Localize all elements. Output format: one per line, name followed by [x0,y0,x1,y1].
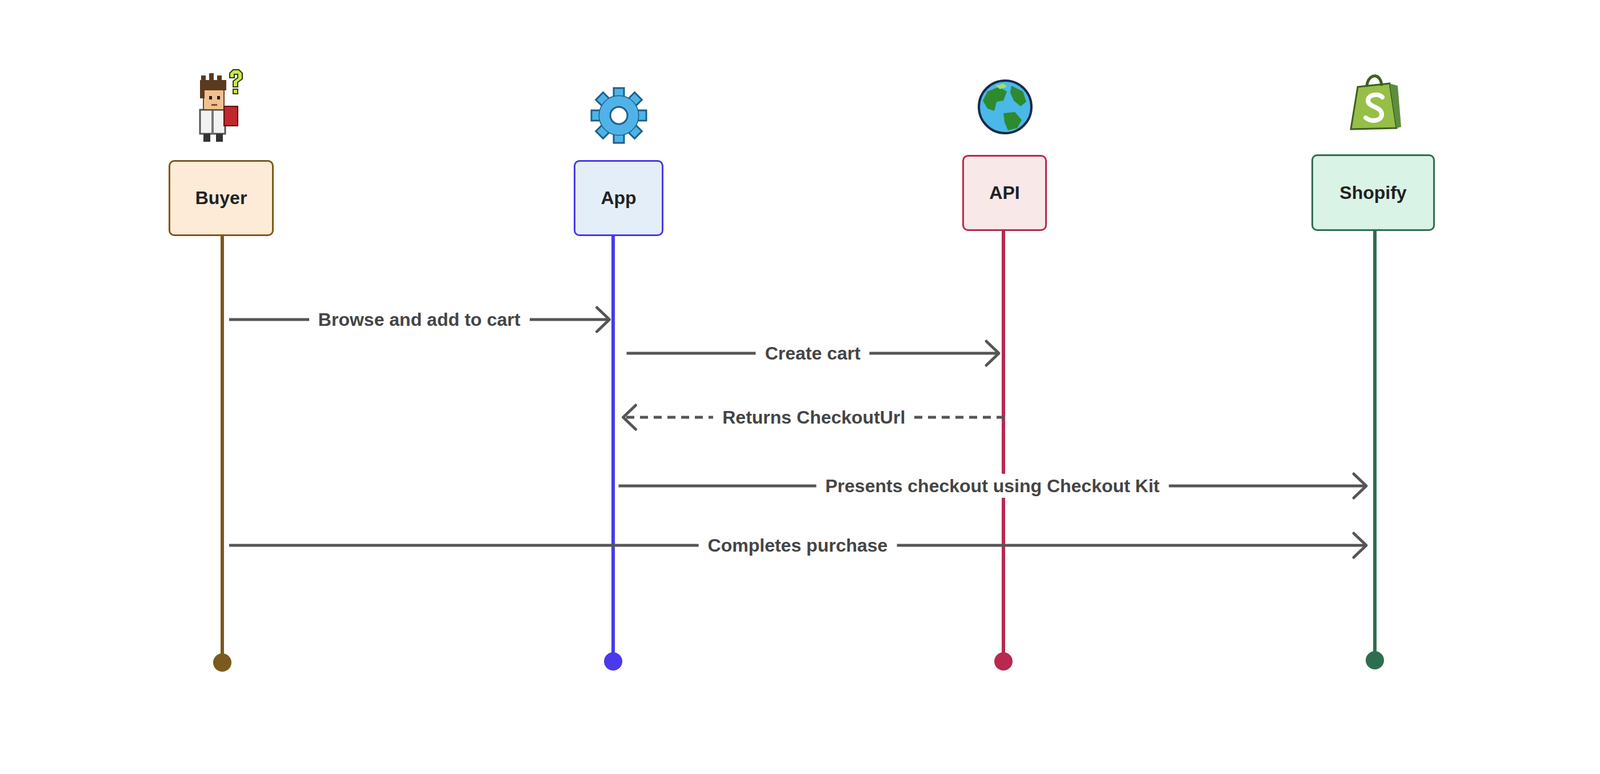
lifeline [611,236,615,660]
message-label: Browse and add to cart [309,307,530,332]
lifeline-end [1365,650,1384,670]
lifeline [220,236,224,662]
arrow-head [1353,473,1367,498]
participant-name: Shopify [1339,182,1407,204]
shopify-icon [1350,76,1402,130]
message-label: Presents checkout using Checkout Kit [816,473,1169,498]
message-label: Completes purchase [698,533,898,558]
buyer-icon [200,69,243,142]
lifeline [1373,230,1377,659]
arrow-head [623,405,636,430]
arrow-head [1353,533,1367,558]
lifeline-end [994,652,1013,671]
message-arrow [229,533,1367,558]
lifeline-end [604,652,623,671]
globe-icon [978,80,1032,134]
message-label: Returns CheckoutUrl [713,405,915,430]
message-arrow [623,405,1006,430]
lifeline [1001,230,1006,660]
participant-box: App [573,160,664,236]
message-label: Create cart [756,341,870,366]
lifeline-end [213,653,232,672]
participant-box: API [962,154,1047,231]
arrow-head [986,341,999,366]
message-arrow [618,473,1367,498]
message-arrow [626,341,1000,366]
participant-box: Shopify [1311,154,1435,231]
participant-name: API [989,182,1020,204]
participant-name: Buyer [195,187,248,209]
lifelines [213,230,1384,672]
participant-box: Buyer [168,160,274,236]
arrow-head [597,307,610,332]
message-arrow [229,307,610,332]
gear-icon [591,88,647,143]
participant-name: App [600,187,636,209]
